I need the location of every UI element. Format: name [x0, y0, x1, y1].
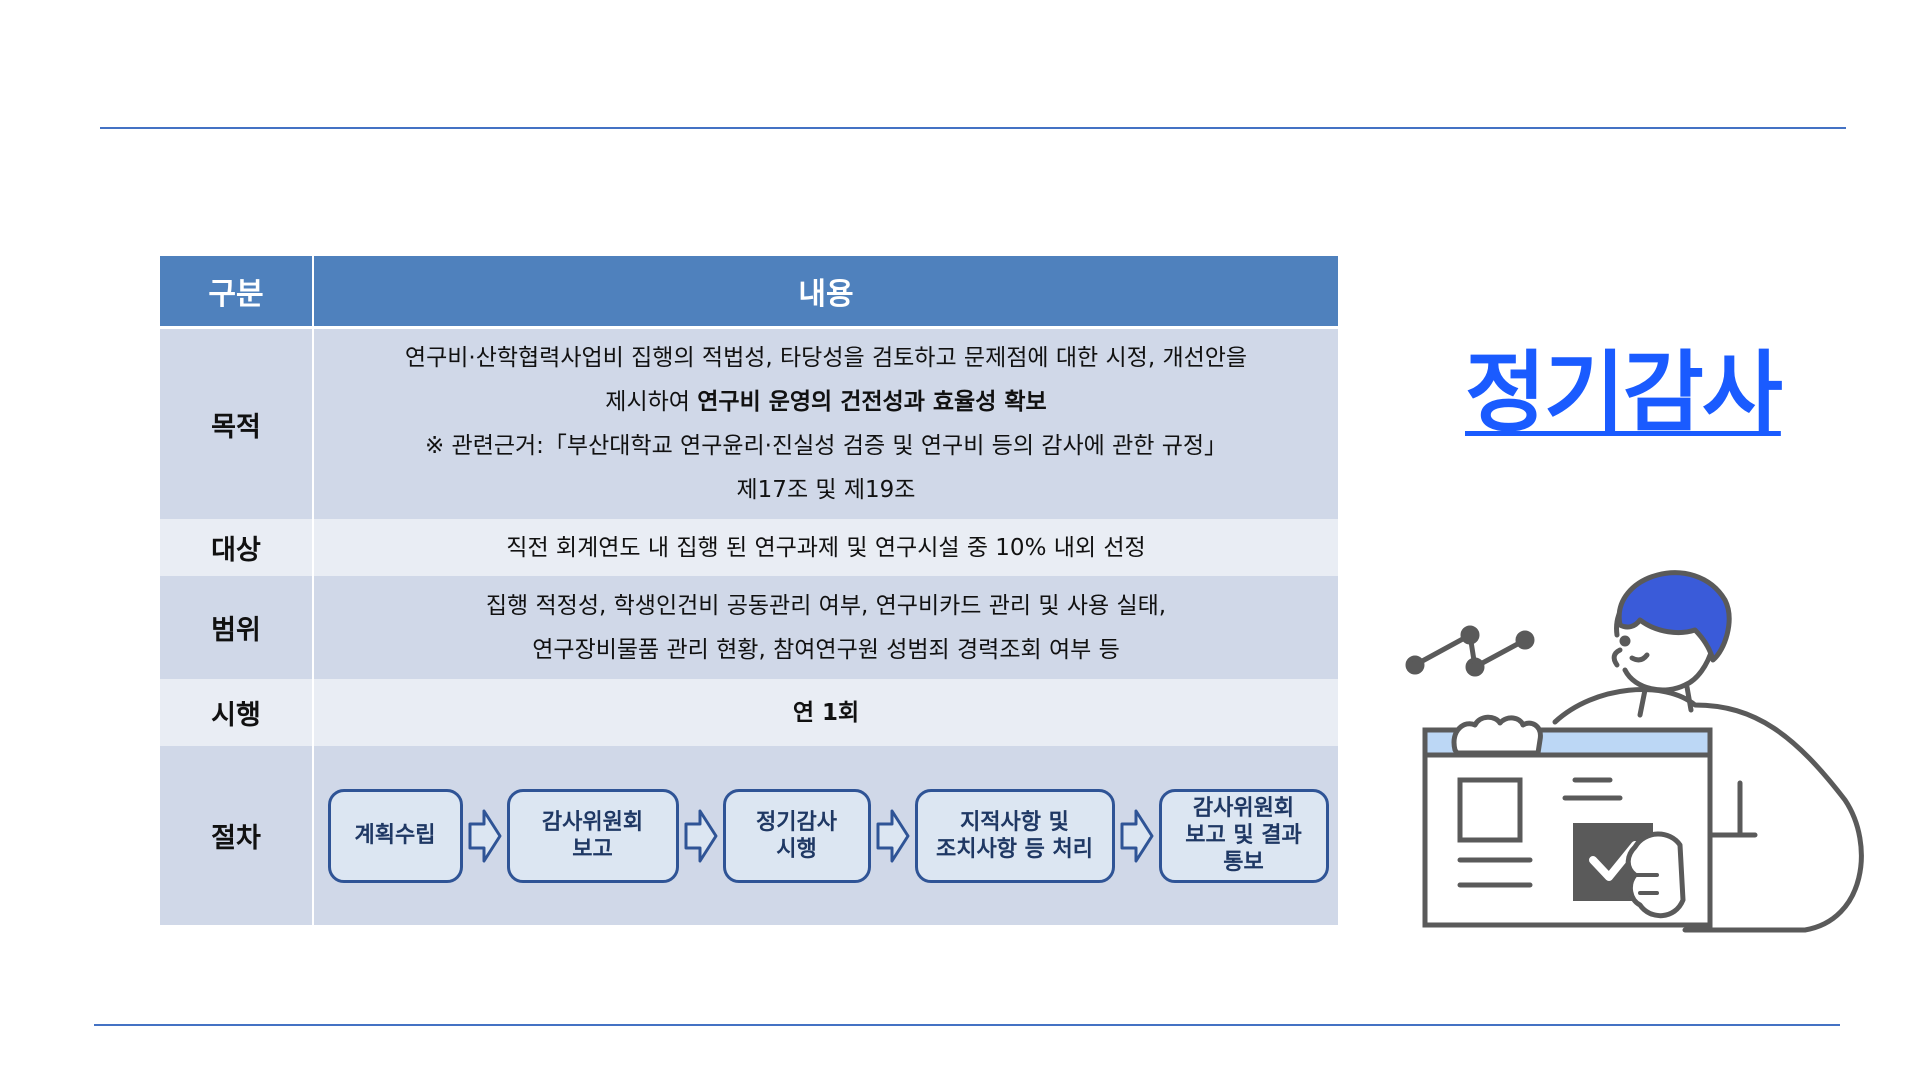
person-checklist-illustration: [1405, 570, 1864, 933]
scope-line-1: 집행 적정성, 학생인건비 공동관리 여부, 연구비카드 관리 및 사용 실태,: [485, 592, 1167, 619]
top-divider: [100, 127, 1846, 129]
target-content: 직전 회계연도 내 집행 된 연구과제 및 연구시설 중 10% 내외 선정: [313, 519, 1338, 576]
scope-content: 집행 적정성, 학생인건비 공동관리 여부, 연구비카드 관리 및 사용 실태,…: [313, 576, 1338, 679]
purpose-content: 연구비·산학협력사업비 집행의 적법성, 타당성을 검토하고 문제점에 대한 시…: [313, 327, 1338, 519]
row-label-target: 대상: [160, 519, 314, 576]
header-content: 내용: [313, 256, 1338, 329]
row-label-procedure: 절차: [160, 746, 314, 925]
chart-line-icon: [1405, 625, 1535, 677]
purpose-line-3: ※ 관련근거:「부산대학교 연구윤리·진실성 검증 및 연구비 등의 감사에 관…: [424, 433, 1228, 459]
table-row-purpose: 목적 연구비·산학협력사업비 집행의 적법성, 타당성을 검토하고 문제점에 대…: [160, 327, 1338, 519]
page-title-link[interactable]: 정기감사: [1465, 341, 1783, 444]
purpose-line-2-bold: 연구비 운영의 건전성과 효율성 확보: [697, 389, 1047, 415]
arrow-right-icon: [876, 809, 909, 862]
table-header-row: 구분 내용: [160, 256, 1338, 329]
row-label-purpose: 목적: [160, 327, 314, 519]
purpose-line-2: 제시하여 연구비 운영의 건전성과 효율성 확보: [314, 380, 1338, 424]
procedure-step-1: 계획수립: [327, 788, 463, 883]
purpose-line-4: 제17조 및 제19조: [736, 477, 916, 503]
table-row-implementation: 시행 연 1회: [160, 679, 1338, 746]
purpose-line-2-plain: 제시하여: [605, 389, 698, 415]
purpose-line-1: 연구비·산학협력사업비 집행의 적법성, 타당성을 검토하고 문제점에 대한 시…: [404, 345, 1248, 371]
row-label-scope: 범위: [160, 576, 314, 679]
bottom-divider: [94, 1024, 1840, 1026]
table-row-target: 대상 직전 회계연도 내 집행 된 연구과제 및 연구시설 중 10% 내외 선…: [160, 519, 1338, 576]
row-label-implementation: 시행: [160, 679, 314, 746]
arrow-right-icon: [684, 809, 717, 862]
procedure-step-1-label: 계획수립: [354, 823, 436, 848]
header-category: 구분: [160, 256, 314, 329]
implementation-content: 연 1회: [313, 679, 1338, 746]
audit-overview-table: 구분 내용 목적 연구비·산학협력사업비 집행의 적법성, 타당성을 검토하고 …: [160, 256, 1338, 925]
table-row-scope: 범위 집행 적정성, 학생인건비 공동관리 여부, 연구비카드 관리 및 사용 …: [160, 576, 1338, 679]
arrow-right-icon: [468, 809, 501, 862]
scope-line-2: 연구장비물품 관리 현황, 참여연구원 성범죄 경력조회 여부 등: [532, 636, 1120, 663]
arrow-right-icon: [1120, 809, 1153, 862]
